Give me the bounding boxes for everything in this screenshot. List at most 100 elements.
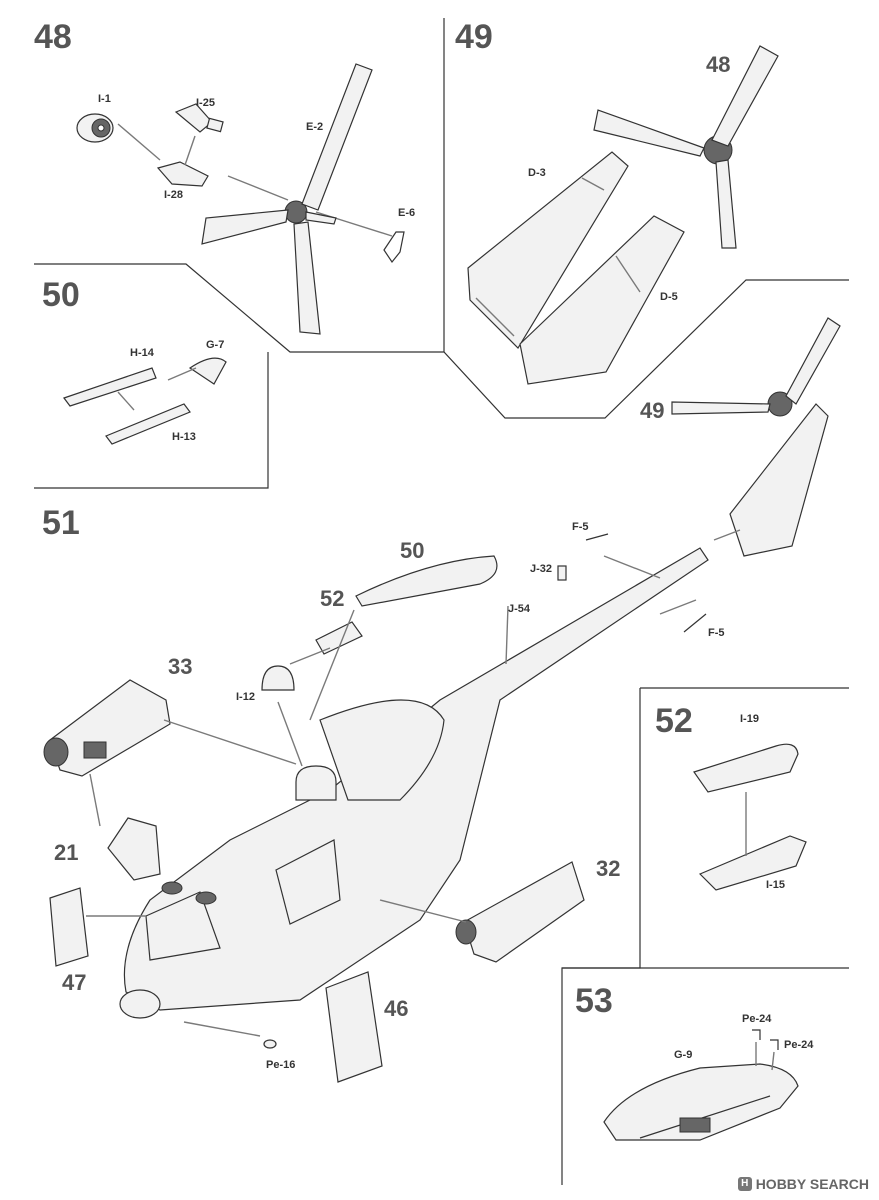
rotor-blade bbox=[293, 221, 321, 335]
handrail-f5 bbox=[585, 533, 609, 541]
tail-section bbox=[729, 403, 829, 557]
tail-rotor-blade bbox=[593, 109, 705, 157]
label-g9: G-9 bbox=[674, 1049, 692, 1061]
label-f5-bottom: F-5 bbox=[708, 627, 725, 639]
callout-52: 52 bbox=[320, 586, 344, 611]
label-j32: J-32 bbox=[530, 563, 552, 575]
arrow bbox=[289, 647, 331, 665]
antenna-j32 bbox=[557, 565, 567, 581]
arrow bbox=[117, 123, 161, 161]
tail-half-d5 bbox=[519, 215, 685, 385]
arrow bbox=[309, 609, 355, 721]
label-i15: I-15 bbox=[766, 879, 785, 891]
bracket-part-e6 bbox=[383, 231, 405, 264]
cockpit-window bbox=[145, 891, 221, 961]
arrow bbox=[89, 773, 101, 827]
hub-part-i1 bbox=[76, 113, 114, 143]
arrow bbox=[615, 255, 641, 293]
nose-cone bbox=[119, 989, 161, 1019]
step-number-53: 53 bbox=[575, 982, 613, 1020]
arrow bbox=[713, 529, 741, 541]
mast-base bbox=[295, 765, 337, 801]
part-pe24 bbox=[752, 1029, 761, 1040]
label-i19: I-19 bbox=[740, 713, 759, 725]
hobby-search-logo-icon: H bbox=[737, 1177, 752, 1191]
rotor-blade bbox=[201, 209, 289, 245]
label-e6: E-6 bbox=[398, 207, 415, 219]
label-j54: J-54 bbox=[508, 603, 531, 615]
label-i25: I-25 bbox=[196, 97, 215, 109]
step-frames bbox=[34, 18, 849, 1185]
stabilizer-h13 bbox=[105, 403, 191, 445]
dome-part-i12 bbox=[261, 665, 295, 691]
callout-47: 47 bbox=[62, 970, 86, 995]
step-53-drawing bbox=[603, 1029, 799, 1141]
tail-half-d3 bbox=[467, 151, 629, 349]
step-number-50: 50 bbox=[42, 276, 80, 314]
rotor-blade bbox=[301, 63, 373, 211]
mount-part-i28 bbox=[156, 161, 209, 187]
arrow bbox=[163, 719, 297, 765]
engine-assembly-33 bbox=[43, 679, 171, 777]
label-g7: G-7 bbox=[206, 339, 224, 351]
cowling-part-g9 bbox=[603, 1063, 799, 1141]
exhaust-assembly-21 bbox=[107, 817, 161, 881]
door-47 bbox=[49, 887, 89, 967]
arrow bbox=[475, 297, 515, 337]
arrow bbox=[117, 391, 135, 411]
step-52-drawing bbox=[693, 743, 807, 891]
arrow bbox=[315, 211, 393, 237]
step-number-48: 48 bbox=[34, 18, 72, 56]
tail-rotor-blade bbox=[711, 45, 779, 147]
roof-window bbox=[195, 891, 217, 905]
watermark-text: HOBBY SEARCH bbox=[755, 1176, 869, 1192]
label-pe24-right: Pe-24 bbox=[784, 1039, 814, 1051]
callout-49: 49 bbox=[640, 398, 664, 423]
step-number-49: 49 bbox=[455, 18, 493, 56]
cover-assembly-52 bbox=[315, 621, 363, 655]
part-pe24 bbox=[770, 1039, 779, 1050]
callout-48: 48 bbox=[706, 52, 730, 77]
cover-part-i19 bbox=[693, 743, 799, 793]
stabilizer-assembly-50 bbox=[355, 555, 498, 607]
arrow bbox=[771, 1051, 775, 1071]
callout-21: 21 bbox=[54, 840, 78, 865]
door-46 bbox=[325, 971, 383, 1083]
stabilizer-h14 bbox=[63, 367, 157, 407]
shaft-part-i25 bbox=[174, 103, 224, 133]
label-pe16: Pe-16 bbox=[266, 1059, 295, 1071]
callout-33: 33 bbox=[168, 654, 192, 679]
label-d3: D-3 bbox=[528, 167, 546, 179]
callout-50: 50 bbox=[400, 538, 424, 563]
step-number-52: 52 bbox=[655, 702, 693, 740]
step-49-drawing bbox=[467, 45, 779, 385]
callout-32: 32 bbox=[596, 856, 620, 881]
arrow bbox=[184, 135, 196, 166]
label-h13: H-13 bbox=[172, 431, 196, 443]
label-d5: D-5 bbox=[660, 291, 678, 303]
step-50-drawing bbox=[63, 357, 227, 445]
tail-rotor-blade bbox=[785, 317, 841, 405]
endplate-g7 bbox=[188, 357, 227, 385]
label-pe24-left: Pe-24 bbox=[742, 1013, 772, 1025]
engine-pod bbox=[319, 699, 445, 801]
label-i12: I-12 bbox=[236, 691, 255, 703]
step-51-drawing bbox=[43, 317, 841, 1083]
label-h14: H-14 bbox=[130, 347, 155, 359]
part-pe16 bbox=[263, 1039, 277, 1049]
label-i1: I-1 bbox=[98, 93, 111, 105]
arrow bbox=[227, 175, 289, 201]
arrow bbox=[167, 367, 197, 381]
arrow bbox=[277, 701, 303, 767]
label-i28: I-28 bbox=[164, 189, 183, 201]
tail-rotor-blade bbox=[715, 159, 737, 249]
step-number-51: 51 bbox=[42, 504, 80, 542]
arrow bbox=[659, 599, 697, 615]
cabin-window bbox=[275, 839, 341, 925]
arrow bbox=[581, 177, 605, 191]
callout-46: 46 bbox=[384, 996, 408, 1021]
roof-window bbox=[161, 881, 183, 895]
arrow bbox=[183, 1021, 261, 1037]
watermark: H HOBBY SEARCH bbox=[737, 1176, 869, 1192]
